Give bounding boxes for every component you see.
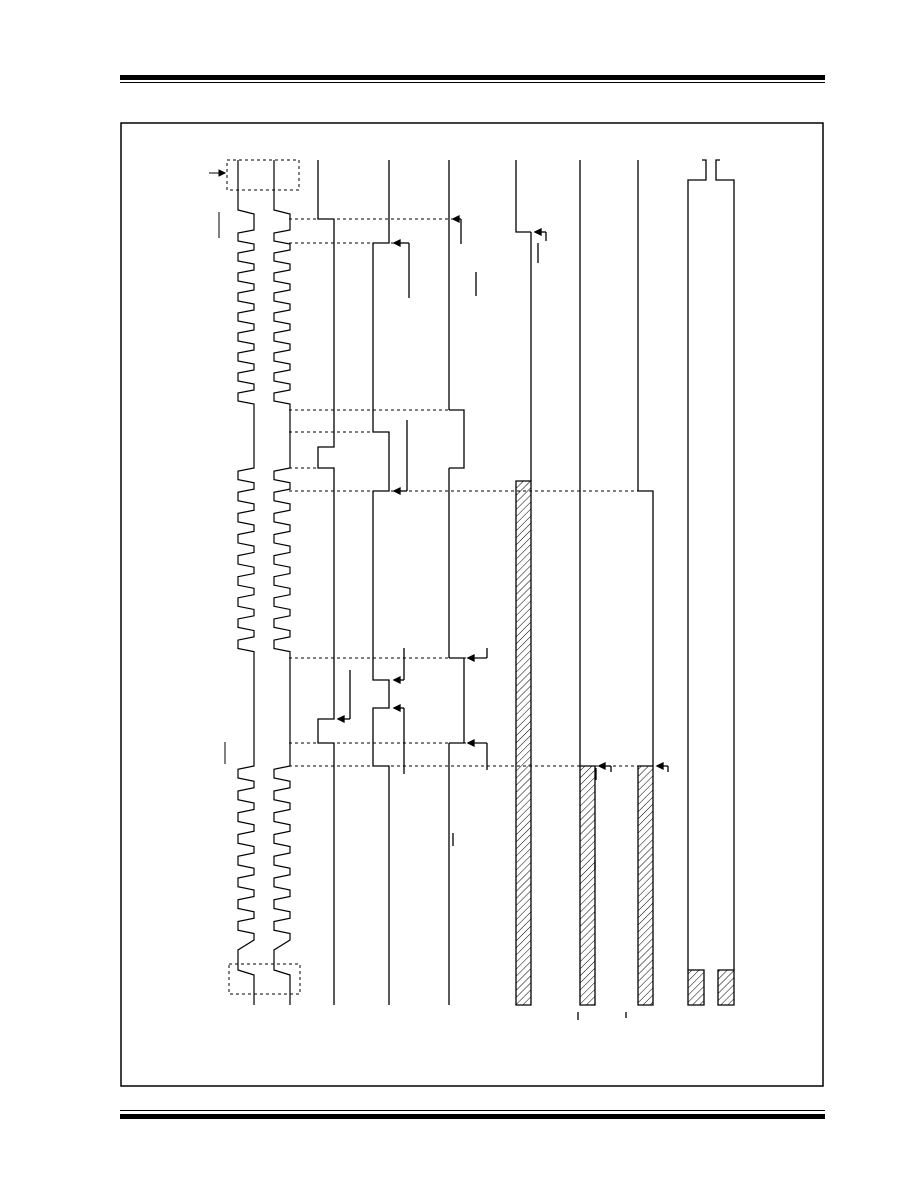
- signal-1-trace: [317, 160, 351, 1005]
- signal-4-hatched-region: [515, 480, 532, 1006]
- stop-condition-box: [228, 963, 301, 995]
- signal-4-trace: [515, 160, 547, 1006]
- signal-3-trace: [448, 160, 488, 1005]
- signal-5-hatched-region: [579, 765, 596, 1006]
- clock-a-waveform: [237, 160, 255, 1005]
- signal-7-hatched-right: [717, 969, 735, 1006]
- signal-6-hatched-region: [637, 765, 654, 1006]
- start-marker-arrow: [209, 169, 227, 764]
- clock-b-waveform: [273, 160, 291, 1005]
- footer-rule-thin: [120, 1110, 825, 1111]
- header-rule-thick: [120, 75, 825, 80]
- clock-a-trace: [237, 160, 255, 1005]
- signal-7-hatched-left: [687, 969, 705, 1006]
- timing-reference-dashes: [289, 218, 638, 767]
- figure-frame: [120, 122, 824, 1087]
- header-rule-thin: [120, 82, 825, 83]
- signal-6-trace: [625, 160, 669, 1018]
- clock-b-trace: [273, 160, 291, 1005]
- start-condition-box: [226, 159, 300, 191]
- signal-5-trace: [577, 160, 612, 1020]
- signal-2-trace: [372, 160, 410, 1005]
- footer-rule-thick: [120, 1114, 825, 1119]
- signal-7-trace: [687, 159, 735, 1006]
